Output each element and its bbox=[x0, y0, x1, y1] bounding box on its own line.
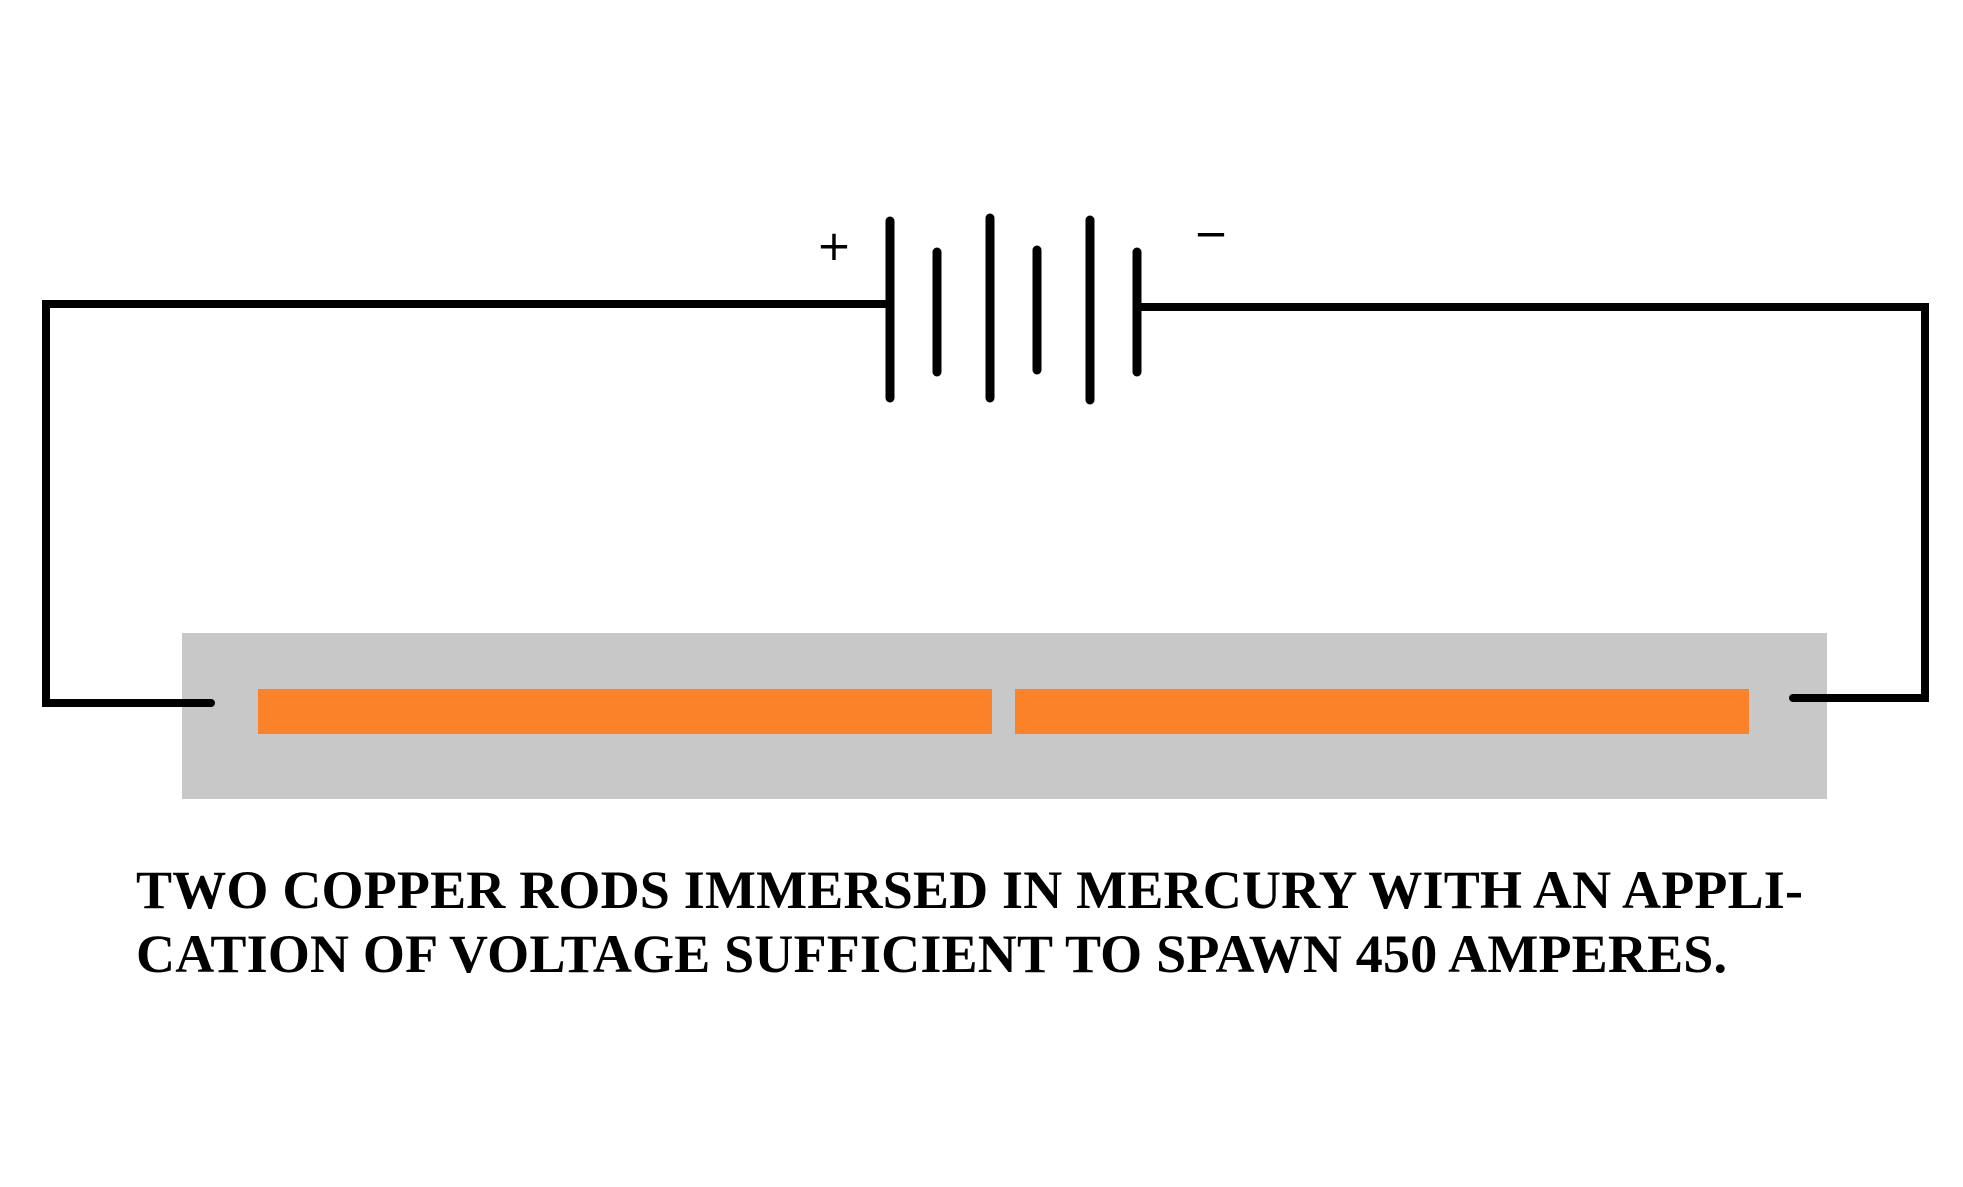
wire-right bbox=[1136, 303, 1929, 702]
copper-rod-right bbox=[1015, 689, 1749, 734]
wire-left bbox=[42, 300, 894, 707]
diagram-caption: TWO COPPER RODS IMMERSED IN MERCURY WITH… bbox=[136, 858, 1936, 986]
negative-terminal-sign: − bbox=[1193, 209, 1228, 258]
caption-line-2: CATION OF VOLTAGE SUFFICIENT TO SPAWN 45… bbox=[136, 924, 1728, 984]
caption-line-1: TWO COPPER RODS IMMERSED IN MERCURY WITH… bbox=[136, 860, 1804, 920]
battery bbox=[885, 213, 1142, 405]
positive-terminal-sign: + bbox=[816, 221, 851, 270]
copper-rod-left bbox=[258, 689, 992, 734]
